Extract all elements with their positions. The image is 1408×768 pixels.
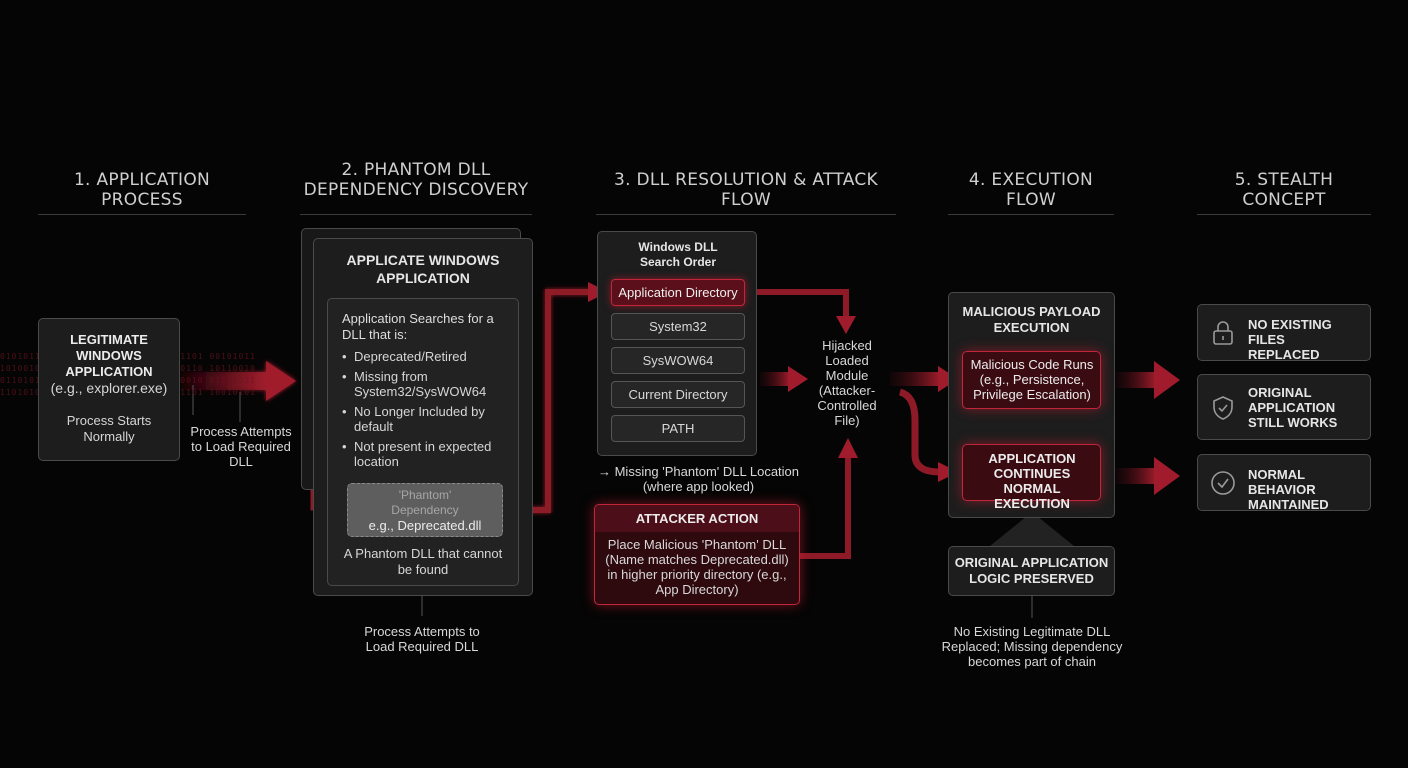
column-title-execution-flow: 4. EXECUTION FLOW — [968, 170, 1094, 210]
search-item-current-directory: Current Directory — [611, 381, 745, 408]
divider — [300, 214, 532, 215]
below-label-load-dll: Process Attempts to Load Required DLL — [364, 624, 480, 654]
check-circle-icon — [1211, 471, 1235, 495]
search-intro: Application Searches for a DLL that is: — [342, 311, 494, 342]
search-item-syswow64: SysWOW64 — [611, 347, 745, 374]
search-criteria-box: Application Searches for a DLL that is: … — [327, 298, 519, 586]
criteria-item: No Longer Included by default — [342, 404, 508, 434]
search-item-application-directory: Application Directory — [611, 279, 745, 306]
shield-check-icon — [1213, 396, 1233, 420]
criteria-item: Missing from System32/SysWOW64 — [342, 369, 508, 399]
criteria-item: Deprecated/Retired — [342, 349, 508, 364]
stealth-item-no-files-replaced: NO EXISTING FILES REPLACED — [1197, 304, 1371, 362]
legitimate-app-title: LEGITIMATE WINDOWS APPLICATION — [65, 332, 153, 379]
payload-title: MALICIOUS PAYLOAD EXECUTION — [962, 304, 1101, 335]
attacker-title-band — [595, 505, 799, 532]
attacker-text: Place Malicious 'Phantom' DLL (Name matc… — [605, 537, 789, 597]
payload-panel: MALICIOUS PAYLOAD EXECUTION Malicious Co… — [948, 292, 1115, 518]
legitimate-app-example: (e.g., explorer.exe) — [50, 380, 168, 396]
stealth-label: NO EXISTING FILES REPLACED — [1248, 317, 1332, 362]
discovery-panel: APPLICATE WINDOWS APPLICATION Applicatio… — [313, 238, 533, 596]
attacker-title: ATTACKER ACTION — [635, 511, 759, 526]
missing-dll-note: → Missing 'Phantom' DLL Location (where … — [597, 464, 800, 494]
stealth-item-normal-behavior: NORMAL BEHAVIOR MAINTAINED — [1197, 454, 1371, 512]
criteria-item: Not present in expected location — [342, 439, 508, 469]
search-order-box: Windows DLL Search Order Application Dir… — [597, 231, 757, 456]
legitimate-app-box: LEGITIMATE WINDOWS APPLICATION (e.g., ex… — [38, 318, 180, 461]
logic-preserved-text: ORIGINAL APPLICATION LOGIC PRESERVED — [954, 555, 1109, 586]
legitimate-app-status: Process Starts Normally — [66, 413, 152, 444]
arrow-app-to-discovery — [182, 361, 296, 401]
continues-execution-box: APPLICATION CONTINUES NORMAL EXECUTION — [962, 444, 1101, 511]
search-order-title: Windows DLL Search Order — [638, 240, 718, 269]
phantom-dependency-box: 'Phantom' Dependency e.g., Deprecated.dl… — [347, 483, 503, 537]
execution-note: No Existing Legitimate DLL Replaced; Mis… — [941, 624, 1123, 669]
lock-icon — [1213, 321, 1233, 345]
phantom-label: 'Phantom' Dependency — [391, 488, 459, 517]
hijacked-module-label: Hijacked Loaded Module (Attacker-Control… — [817, 338, 877, 428]
phantom-description: A Phantom DLL that cannot be found — [343, 546, 503, 577]
malicious-code-text: Malicious Code Runs (e.g., Persistence, … — [970, 357, 1094, 402]
phantom-example: e.g., Deprecated.dll — [368, 518, 482, 533]
search-item-system32: System32 — [611, 313, 745, 340]
divider — [1197, 214, 1371, 215]
divider — [948, 214, 1114, 215]
discovery-header: APPLICATE WINDOWS APPLICATION — [346, 252, 500, 286]
divider — [596, 214, 896, 215]
column-title-phantom-discovery: 2. PHANTOM DLL DEPENDENCY DISCOVERY — [303, 160, 529, 200]
stealth-item-app-still-works: ORIGINAL APPLICATION STILL WORKS — [1197, 374, 1371, 440]
malicious-code-box: Malicious Code Runs (e.g., Persistence, … — [962, 351, 1101, 409]
arrow-label-load-dll: Process Attempts to Load Required DLL — [190, 424, 292, 469]
divider — [38, 214, 246, 215]
column-title-stealth-concept: 5. STEALTH CONCEPT — [1234, 170, 1334, 210]
criteria-list: Deprecated/Retired Missing from System32… — [342, 349, 508, 474]
column-title-dll-resolution: 3. DLL RESOLUTION & ATTACK FLOW — [613, 170, 879, 210]
continues-execution-text: APPLICATION CONTINUES NORMAL EXECUTION — [988, 451, 1076, 511]
search-item-path: PATH — [611, 415, 745, 442]
attacker-action-box: ATTACKER ACTION Place Malicious 'Phantom… — [594, 504, 800, 605]
column-title-application-process: 1. APPLICATION PROCESS — [73, 170, 211, 210]
stealth-label: ORIGINAL APPLICATION STILL WORKS — [1248, 385, 1338, 430]
logic-preserved-box: ORIGINAL APPLICATION LOGIC PRESERVED — [948, 546, 1115, 596]
stealth-label: NORMAL BEHAVIOR MAINTAINED — [1248, 467, 1329, 512]
